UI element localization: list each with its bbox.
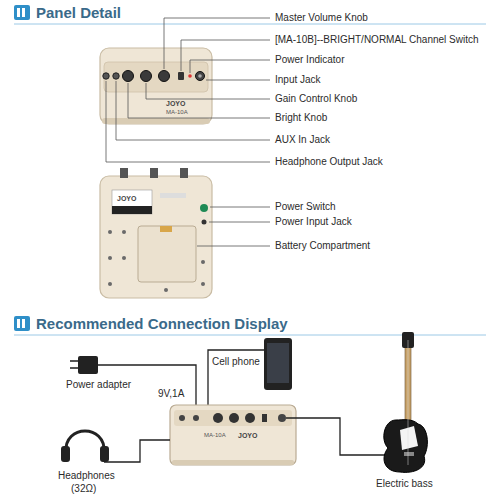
model-mark: MA-10A — [204, 432, 226, 439]
heading-rule — [14, 24, 486, 25]
section-heading: Panel Detail — [36, 4, 121, 22]
cell-phone — [208, 338, 292, 405]
leader-lines — [197, 207, 270, 246]
amp-top-view — [100, 48, 212, 124]
model-mark: MA-10A — [166, 109, 188, 116]
headphones — [61, 431, 170, 462]
brand-mark: JOYO — [238, 432, 257, 440]
callout-label: Power Indicator — [275, 54, 344, 66]
device-label: 9V,1A — [158, 388, 184, 400]
leader-lines — [106, 18, 270, 162]
heading-icon — [14, 316, 30, 331]
callout-label: Input Jack — [275, 74, 321, 86]
device-label: Electric bass — [376, 478, 433, 490]
device-label: (32Ω) — [71, 483, 96, 495]
callout-label: Bright Knob — [275, 112, 327, 124]
brand-mark: JOYO — [117, 195, 136, 203]
callout-label: [MA-10B]--BRIGHT/NORMAL Channel Switch — [275, 34, 479, 46]
amp-front — [170, 405, 296, 465]
device-label: Power adapter — [66, 379, 131, 391]
callout-label: Battery Compartment — [275, 240, 370, 252]
callout-label: Power Switch — [275, 201, 336, 213]
callout-label: Master Volume Knob — [275, 12, 368, 24]
callout-label: Headphone Output Jack — [275, 156, 383, 168]
heading-icon — [14, 5, 30, 20]
brand-mark: JOYO — [166, 100, 185, 108]
device-label: Headphones — [58, 470, 115, 482]
callout-label: Gain Control Knob — [275, 93, 357, 105]
device-label: Cell phone — [212, 356, 260, 368]
callout-label: Power Input Jack — [275, 216, 352, 228]
heading-rule — [14, 335, 486, 336]
callout-label: AUX In Jack — [275, 134, 330, 146]
electric-bass — [384, 332, 428, 472]
instrument-cable — [286, 418, 396, 455]
amp-bottom-view — [100, 168, 212, 298]
section-heading: Recommended Connection Display — [36, 315, 288, 333]
